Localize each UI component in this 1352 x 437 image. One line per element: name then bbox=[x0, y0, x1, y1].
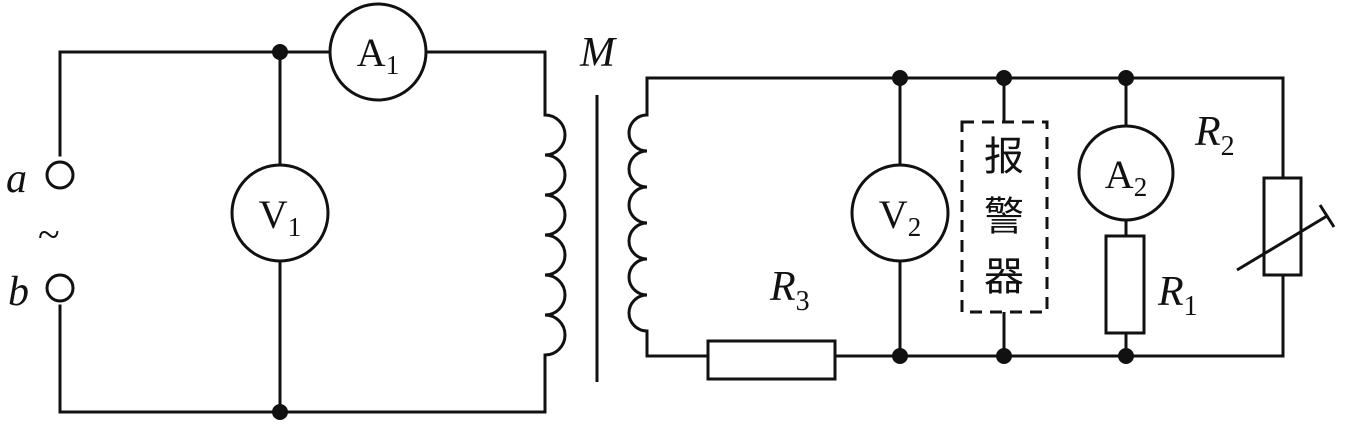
voltmeter-v2-sub: 2 bbox=[908, 212, 922, 242]
ammeter-a1-letter: A bbox=[357, 30, 386, 75]
svg-text:V2: V2 bbox=[879, 192, 921, 242]
svg-text:V1: V1 bbox=[259, 192, 301, 242]
alarm-char-1: 报 bbox=[984, 134, 1024, 180]
alarm-box: 报 警 器 bbox=[960, 120, 1049, 314]
resistor-r1-label: R1 bbox=[1157, 269, 1198, 322]
resistor-r2 bbox=[1262, 176, 1303, 277]
svg-text:A1: A1 bbox=[357, 30, 399, 80]
resistor-r3-label: R3 bbox=[769, 264, 810, 317]
ammeter-a2-letter: A bbox=[1105, 152, 1134, 197]
alarm-char-2: 警 bbox=[984, 194, 1024, 240]
ammeter-a1: A1 bbox=[328, 2, 428, 102]
resistor-r1 bbox=[1104, 234, 1146, 335]
resistor-r3 bbox=[706, 339, 837, 381]
terminal-b-label: b bbox=[8, 269, 29, 315]
resistor-r2-label: R2 bbox=[1194, 109, 1235, 162]
primary-wires bbox=[58, 50, 547, 414]
voltmeter-v2-letter: V bbox=[879, 192, 908, 237]
terminal-a-label: a bbox=[6, 156, 27, 202]
secondary-coil bbox=[627, 113, 649, 333]
ammeter-a1-sub: 1 bbox=[386, 50, 400, 80]
voltmeter-v1: V1 bbox=[230, 163, 330, 263]
terminal-a bbox=[45, 160, 75, 190]
ac-source-symbol: ~ bbox=[38, 212, 60, 257]
variable-arrow-icon bbox=[1236, 204, 1336, 272]
terminal-b bbox=[45, 273, 75, 303]
ammeter-a2: A2 bbox=[1077, 124, 1175, 222]
voltmeter-v1-letter: V bbox=[259, 192, 288, 237]
voltmeter-v2: V2 bbox=[850, 163, 950, 263]
transformer-label: M bbox=[579, 30, 617, 76]
secondary-wires bbox=[645, 76, 1285, 358]
junction-dots bbox=[272, 44, 1134, 420]
svg-text:A2: A2 bbox=[1105, 152, 1147, 202]
voltmeter-v1-sub: 1 bbox=[288, 212, 302, 242]
primary-coil bbox=[543, 113, 567, 357]
alarm-char-3: 器 bbox=[984, 254, 1024, 300]
ammeter-a2-sub: 2 bbox=[1134, 172, 1148, 202]
